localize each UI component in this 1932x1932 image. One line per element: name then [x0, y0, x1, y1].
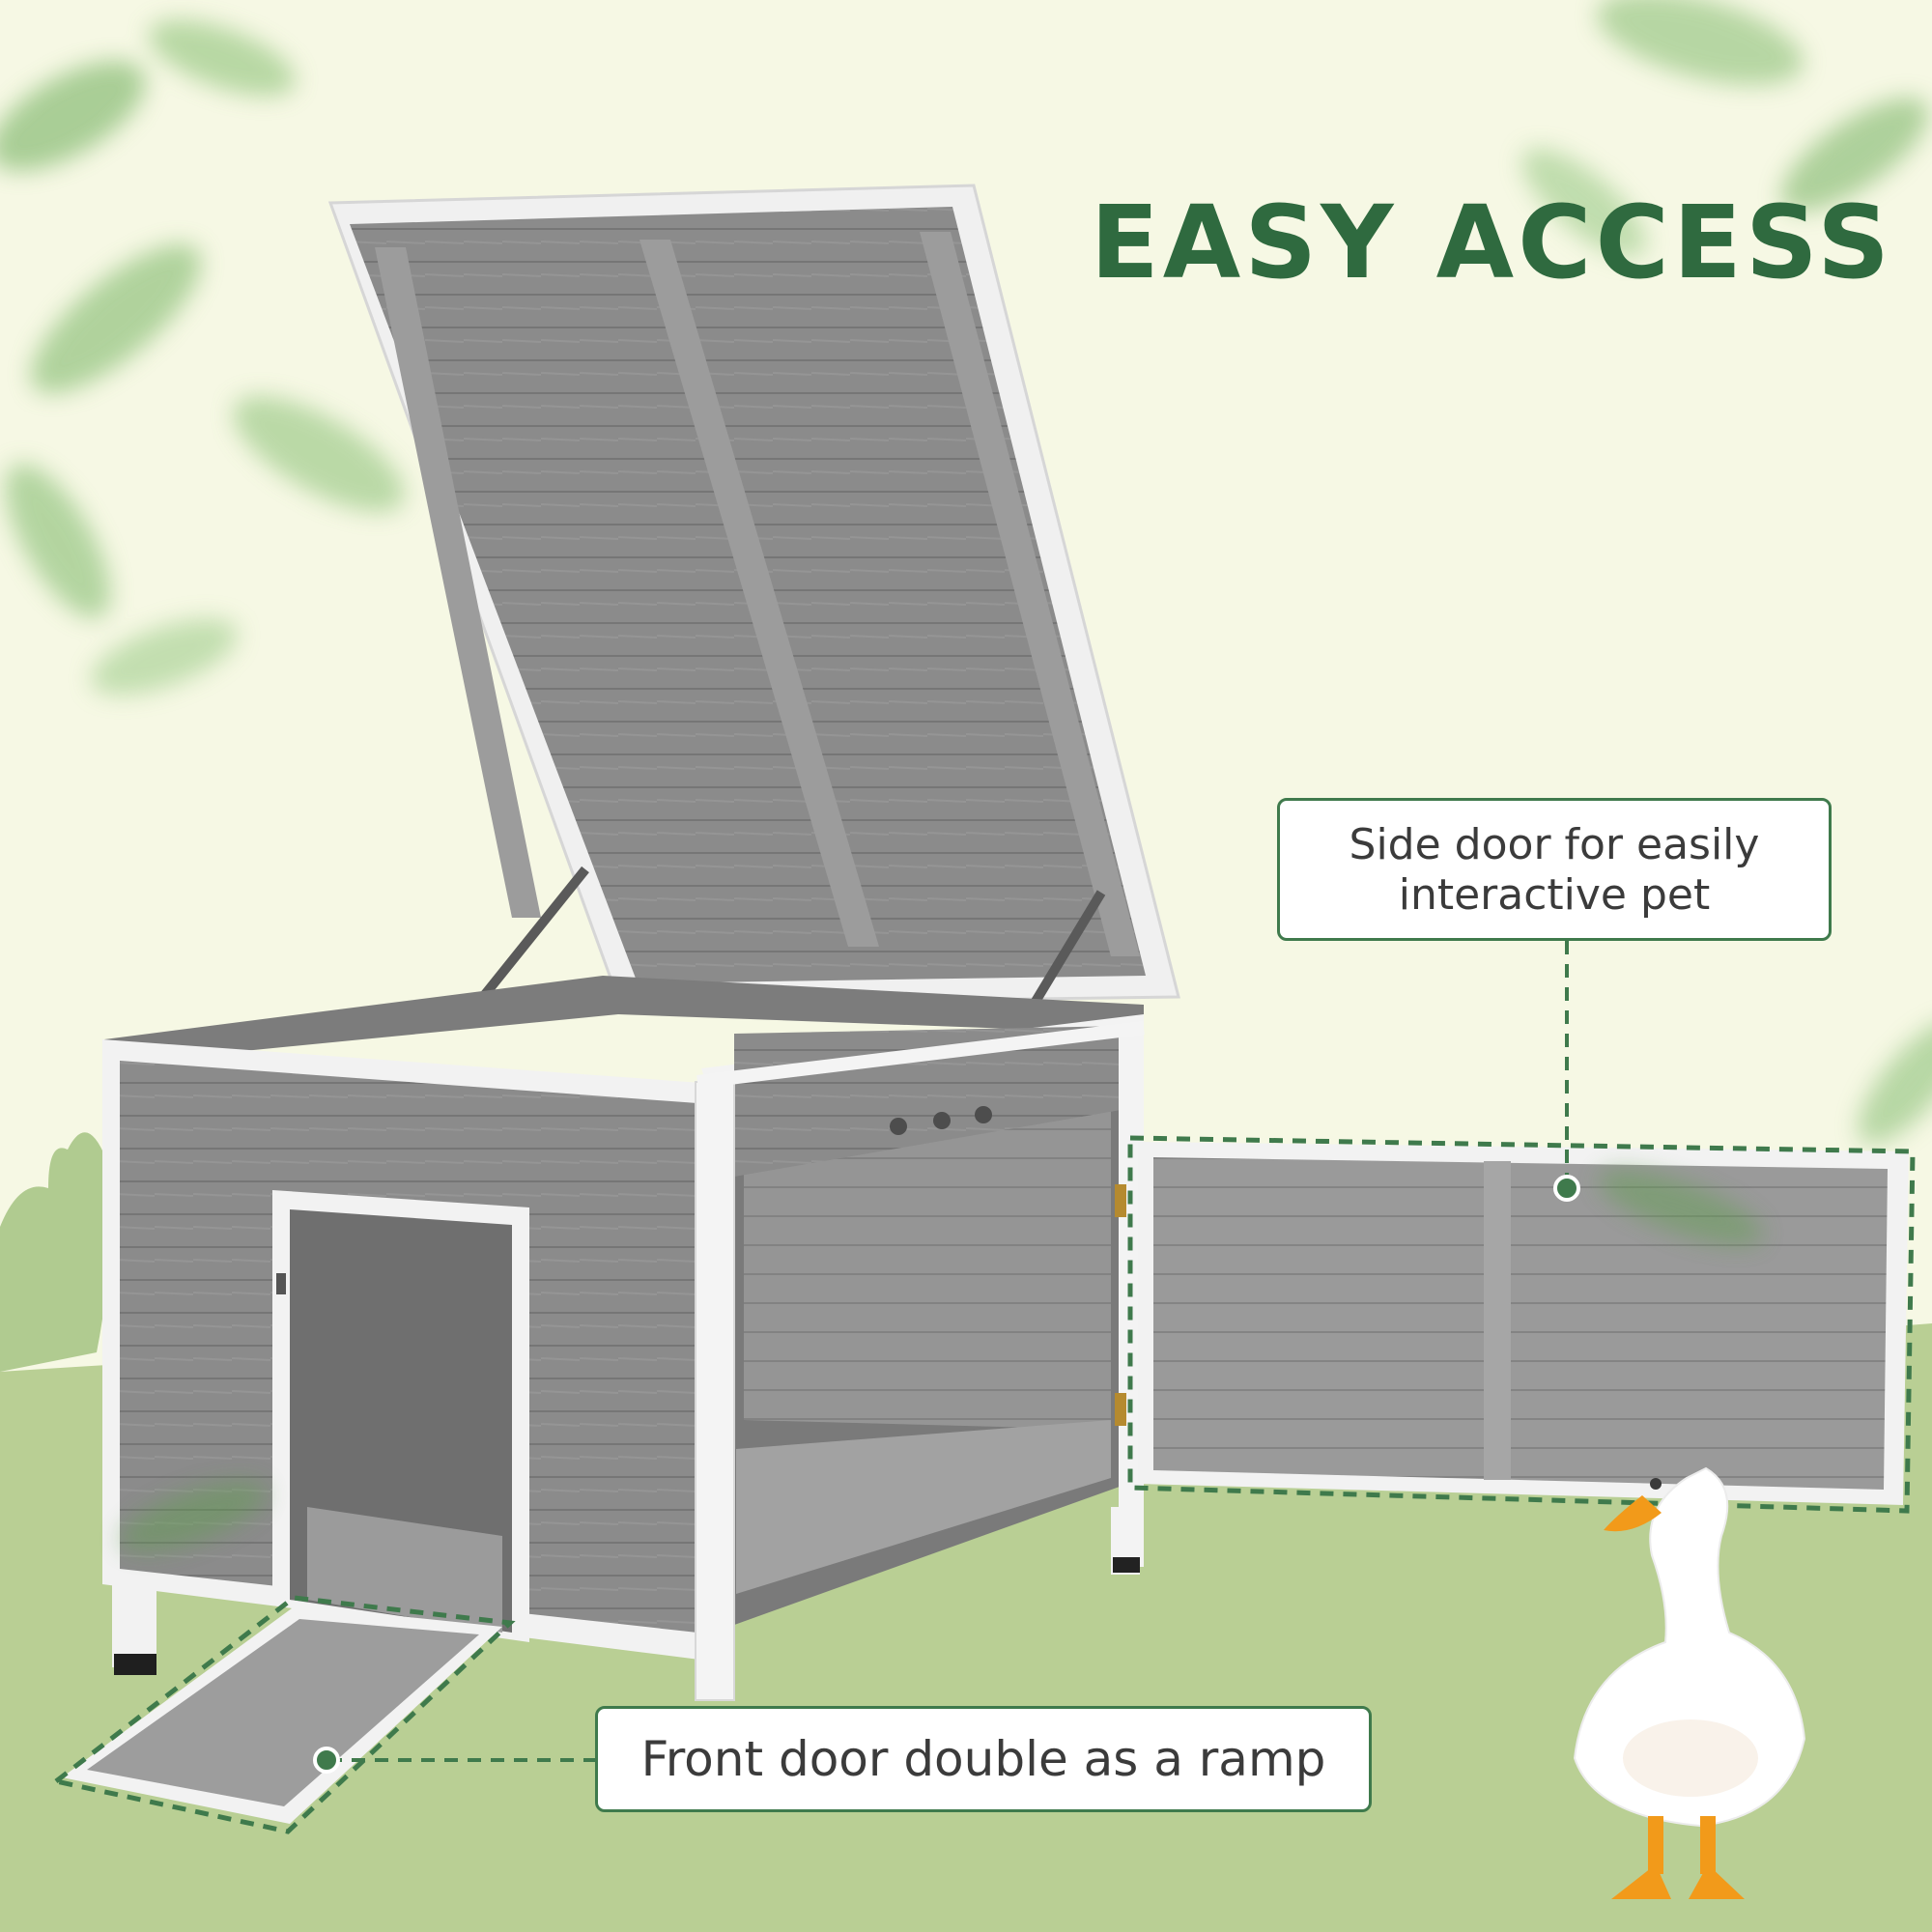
side-door-callout-line1: Side door for easily [1349, 820, 1760, 869]
bush-icon [0, 1132, 110, 1372]
side-door-callout: Side door for easily interactive pet [1277, 798, 1832, 941]
side-door-callout-line2: interactive pet [1398, 870, 1711, 920]
duck-icon [1573, 1466, 1806, 1899]
hutch-illustration [50, 184, 1916, 1834]
front-door-callout: Front door double as a ramp [595, 1706, 1372, 1812]
leaf-icon [0, 19, 405, 696]
page-title: EASY ACCESS [1090, 184, 1893, 301]
leader-lines [313, 941, 1580, 1774]
